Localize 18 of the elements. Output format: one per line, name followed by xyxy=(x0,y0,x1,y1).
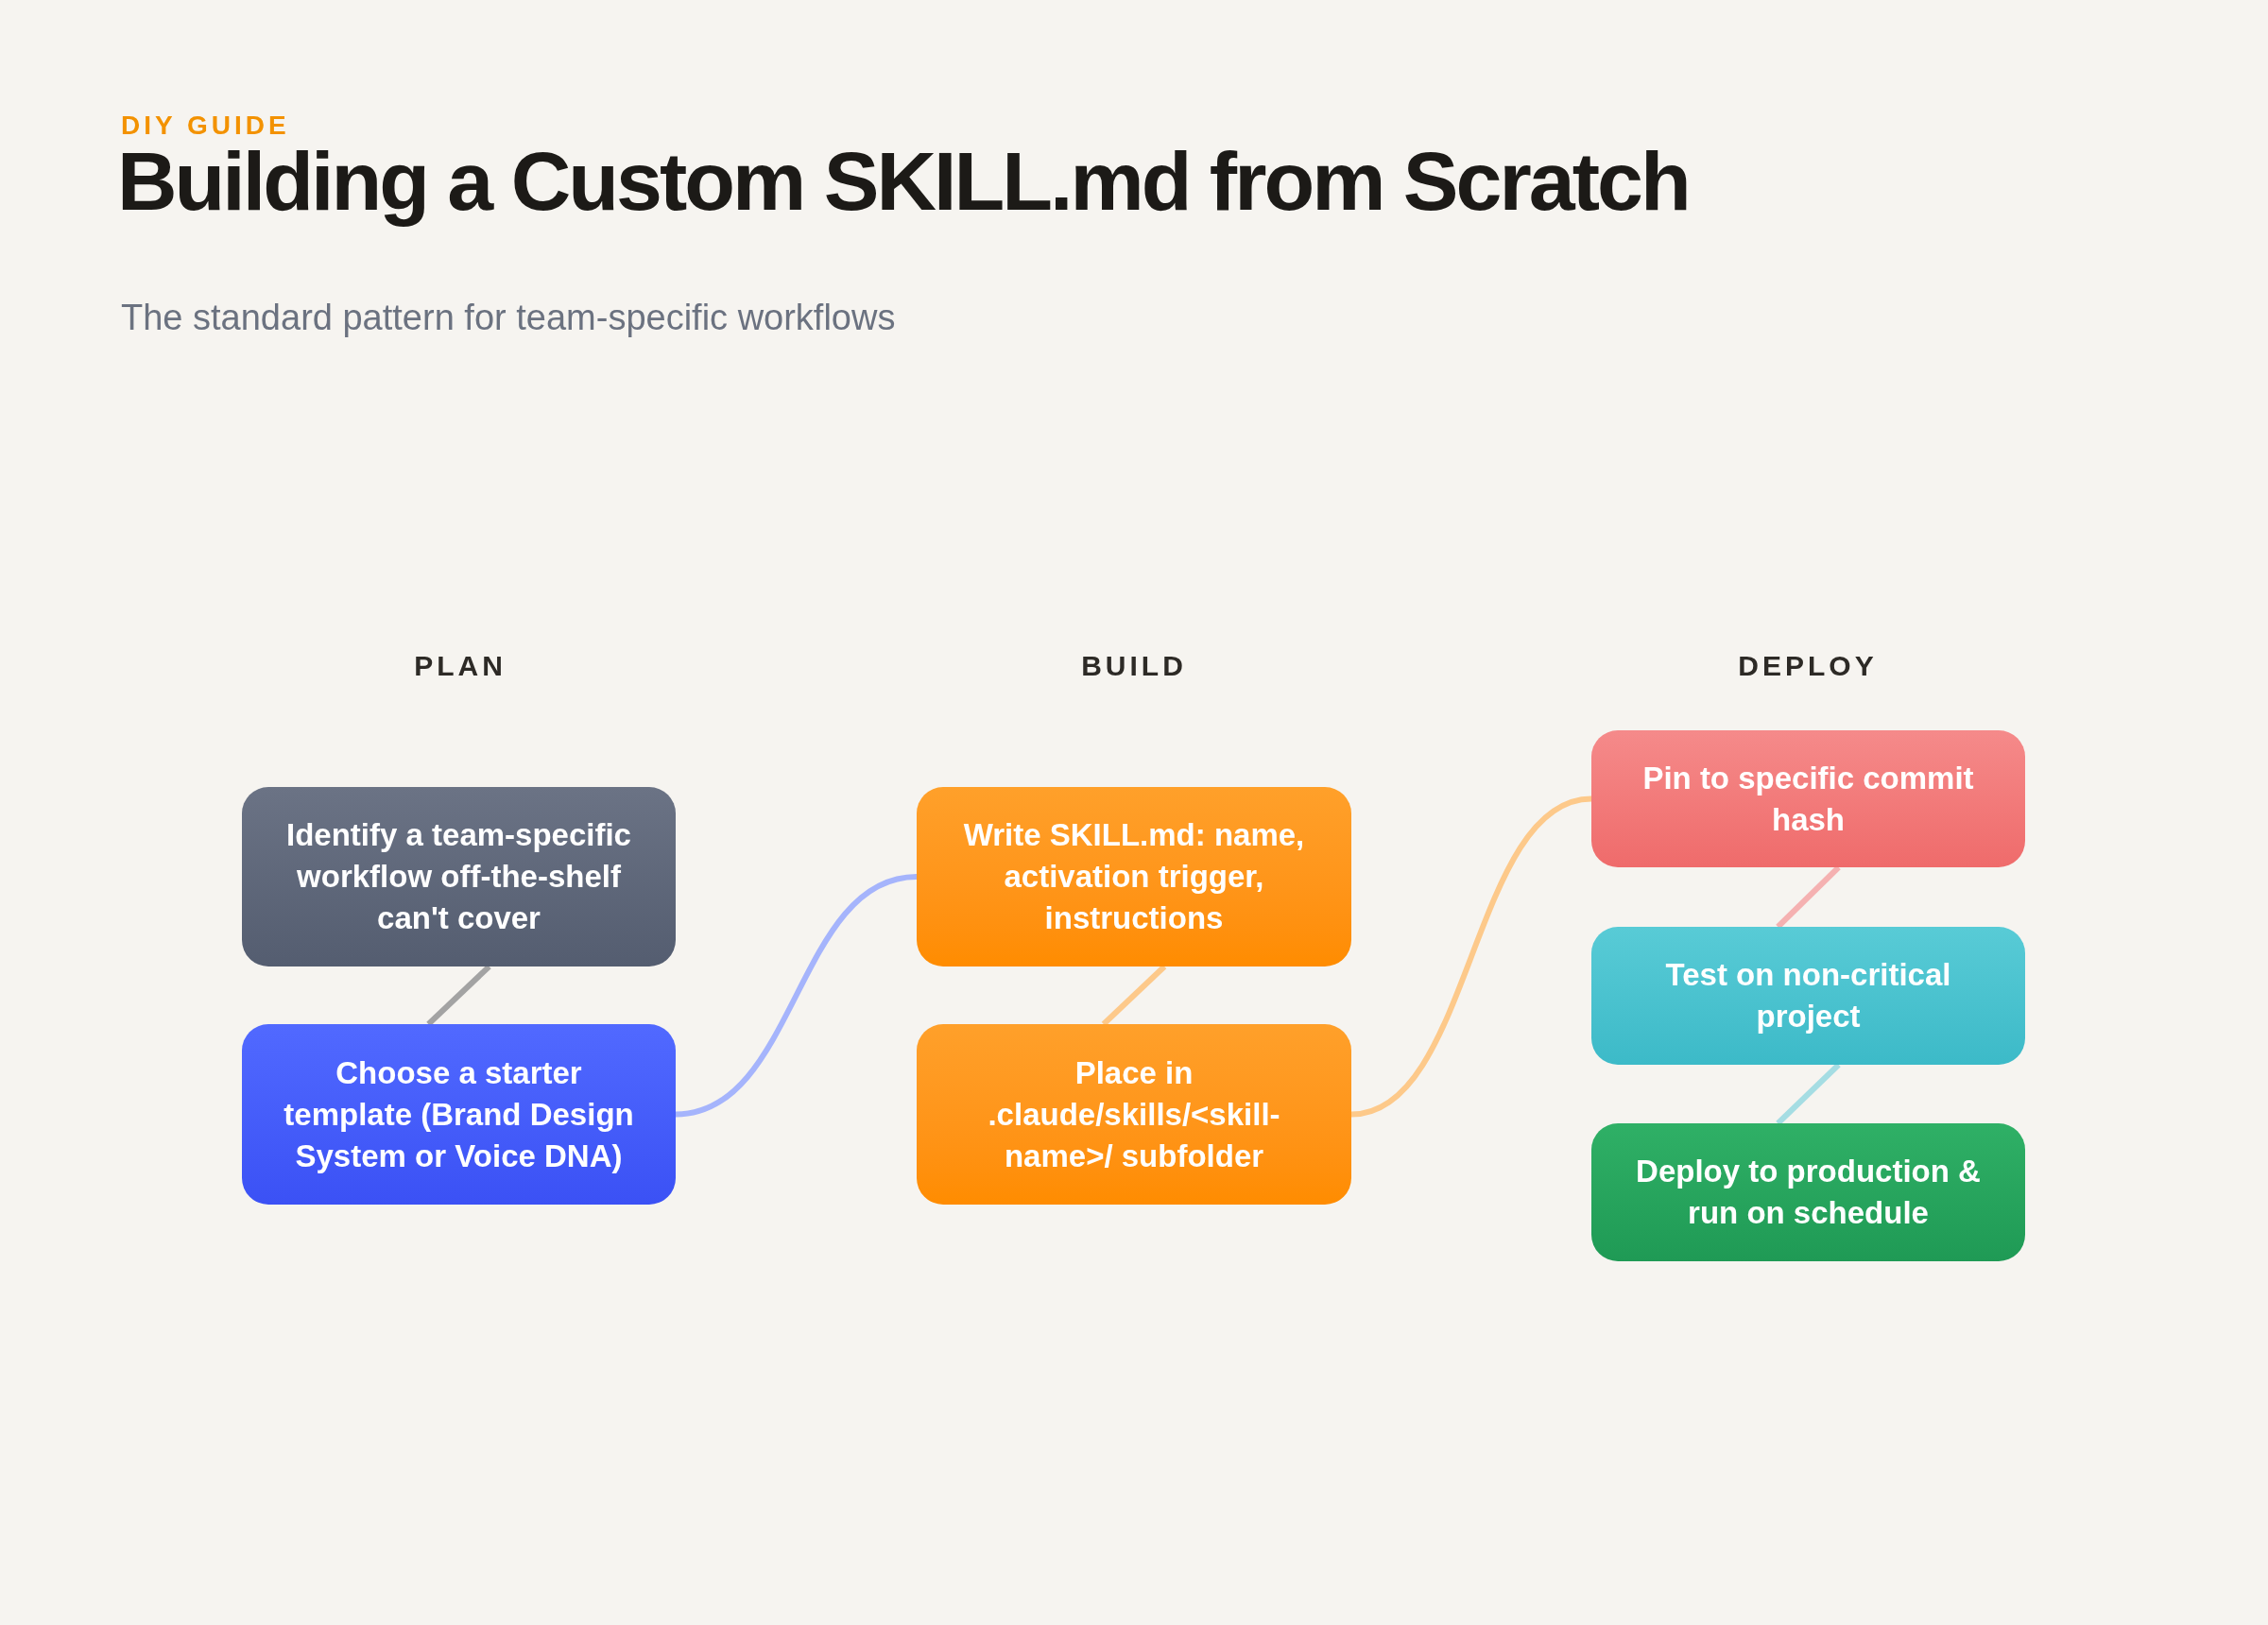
step-box: Deploy to production & run on schedule xyxy=(1591,1123,2025,1261)
connector-line xyxy=(1776,1062,1841,1126)
step-box: Place in .claude/skills/<skill-name>/ subfolder xyxy=(917,1024,1351,1205)
step-box: Choose a starter template (Brand Design System or Voice DNA) xyxy=(242,1024,676,1205)
connector-line xyxy=(426,964,491,1027)
subtitle: The standard pattern for team-specific workflows xyxy=(121,297,896,339)
connector-line xyxy=(1101,964,1167,1027)
step-box: Test on non-critical project xyxy=(1591,927,2025,1065)
column-heading: PLAN xyxy=(413,649,507,683)
step-box: Pin to specific commit hash xyxy=(1591,730,2025,867)
step-box: Identify a team-specific workflow off-the-shelf can't cover xyxy=(242,787,676,966)
column-heading: BUILD xyxy=(1080,649,1188,683)
column-heading: DEPLOY xyxy=(1737,649,1879,683)
eyebrow-label: DIY GUIDE xyxy=(121,110,290,142)
connector-line xyxy=(675,874,918,1118)
connector-line xyxy=(1350,795,1592,1118)
connector-line xyxy=(1776,864,1841,930)
step-box: Write SKILL.md: name, activation trigger, instructions xyxy=(917,787,1351,966)
